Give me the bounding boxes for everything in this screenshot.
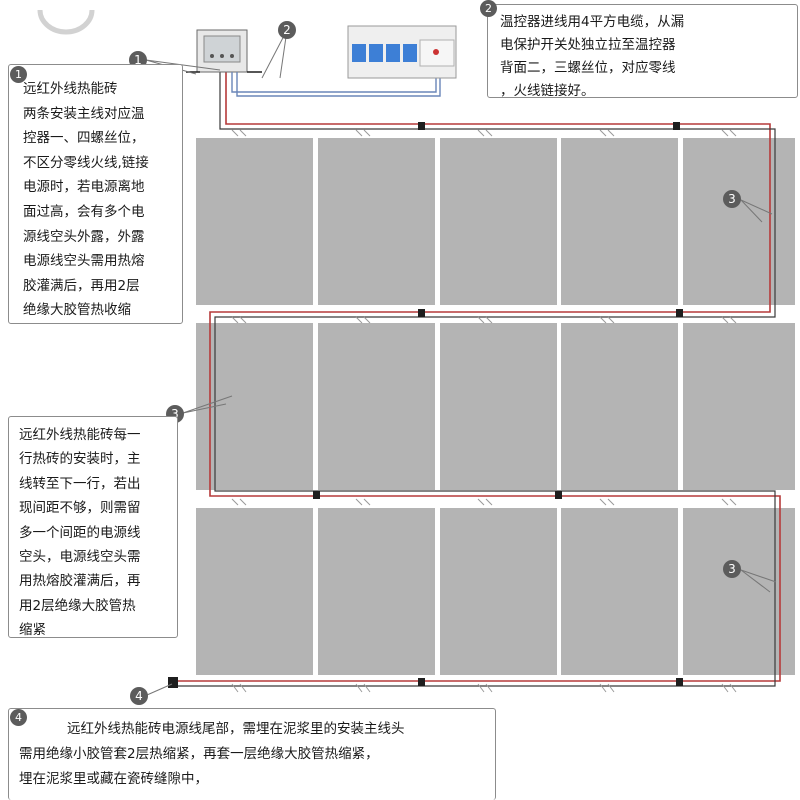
heating-panel (196, 508, 313, 675)
wire-connector-icon (418, 122, 425, 130)
heating-panel (683, 138, 795, 305)
heating-panel (440, 508, 557, 675)
thermostat-icon (196, 29, 248, 73)
decorative-arc (37, 9, 95, 35)
heating-panel (683, 508, 795, 675)
heating-panel (318, 508, 435, 675)
supply-cable (231, 72, 441, 97)
heating-panel (318, 323, 435, 490)
callout-note-4: 远红外线热能砖电源线尾部，需埋在泥浆里的安装主线头 需用绝缘小胶管套2层热缩紧，… (8, 708, 496, 800)
marker-label: 3 (728, 562, 736, 576)
callout-text: 远红外线热能砖电源线尾部，需埋在泥浆里的安装主线头 需用绝缘小胶管套2层热缩紧，… (19, 721, 405, 787)
wire-connectors (168, 122, 683, 688)
heating-panel (196, 138, 313, 305)
wire-connector-icon (168, 677, 178, 688)
heating-panel (318, 138, 435, 305)
wire-connector-icon (418, 309, 425, 317)
wire-connector-icon (418, 678, 425, 686)
callout-note-1: 远红外线热能砖 两条安装主线对应温 控器一、四螺丝位， 不区分零线火线,链接 电… (8, 64, 183, 324)
wire-connector-icon (673, 122, 680, 130)
wire-connector-icon (555, 491, 562, 499)
marker-circles (129, 21, 741, 705)
marker-label: 2 (283, 23, 291, 37)
marker-label: 3 (171, 407, 179, 421)
callout-text: 远红外线热能砖每一 行热砖的安装时，主 线转至下一行，若出 现间距不够，则需留 … (19, 427, 141, 639)
heating-panel (561, 138, 678, 305)
heating-panel (561, 508, 678, 675)
marker-label: 1 (134, 53, 142, 67)
marker-label: 3 (728, 192, 736, 206)
heating-panel (440, 323, 557, 490)
callout-number: 1 (10, 66, 27, 83)
circuit-breaker-icon (347, 25, 457, 79)
wire-connector-icon (676, 678, 683, 686)
callout-text: 远红外线热能砖 两条安装主线对应温 控器一、四螺丝位， 不区分零线火线,链接 电… (23, 81, 149, 319)
callout-note-2: 温控器进线用4平方电缆，从漏 电保护开关处独立拉至温控器 背面二，三螺丝位，对应… (487, 4, 798, 99)
heating-panel (683, 323, 795, 490)
panel-leads (231, 129, 737, 693)
heating-panel (561, 323, 678, 490)
callout-number: 4 (10, 709, 27, 726)
wire-connector-icon (313, 491, 320, 499)
callout-text: 温控器进线用4平方电缆，从漏 电保护开关处独立拉至温控器 背面二，三螺丝位，对应… (500, 14, 685, 99)
heating-panel (440, 138, 557, 305)
main-power-wires (172, 72, 781, 687)
heating-panels (196, 138, 795, 675)
callout-number: 2 (480, 0, 497, 17)
wire-connector-icon (676, 309, 683, 317)
marker-label: 4 (135, 689, 143, 703)
callout-note-3: 远红外线热能砖每一 行热砖的安装时，主 线转至下一行，若出 现间距不够，则需留 … (8, 416, 178, 638)
